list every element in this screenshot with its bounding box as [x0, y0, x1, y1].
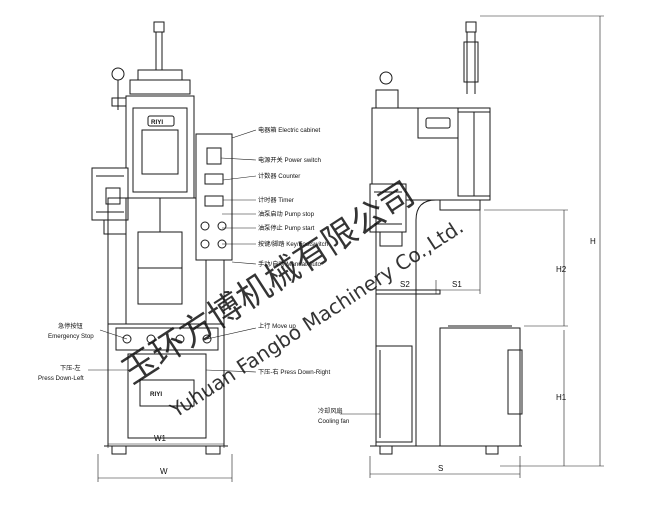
leader-lines [88, 129, 380, 415]
dim-w: W [160, 467, 168, 476]
dim-w1: W1 [154, 434, 167, 443]
label-pump-start: 油泵停止 Pump start [258, 224, 315, 232]
label-key-footswitch: 按键/脚踏 Key/Footswitch [258, 240, 329, 248]
dim-s1: S1 [452, 280, 462, 289]
dim-h: H [590, 237, 596, 246]
callout-labels: 电器箱 Electric cabinet 电源开关 Power switch 计… [38, 119, 350, 425]
dimension-lines [97, 15, 604, 482]
side-view [369, 21, 523, 455]
label-emergency-cn: 急停按钮 [58, 322, 83, 330]
dim-s2: S2 [400, 280, 410, 289]
dim-h1: H1 [556, 393, 567, 402]
label-move-up: 上行 Move up [258, 322, 296, 330]
label-cooling-cn: 冷却风扇 [318, 407, 343, 415]
dim-h2: H2 [556, 265, 567, 274]
label-emergency-en: Emergency Stop [48, 333, 94, 340]
label-press-left-cn: 下压-左 [60, 364, 81, 372]
dim-s: S [438, 464, 443, 473]
brand-plate-front: RIYI [150, 391, 162, 398]
label-manual-auto: 手动/自动 Manual/Auto [258, 260, 321, 268]
dimension-labels: W1 W S2 S1 S H H2 H1 [154, 237, 596, 476]
label-cooling-en: Cooling fan [318, 418, 350, 425]
label-timer: 计时器 Timer [258, 196, 294, 204]
label-pump-stop: 油泵启动 Pump stop [258, 210, 315, 218]
label-electric-cabinet: 电器箱 Electric cabinet [258, 126, 321, 134]
brand-plate-top: RIYI [151, 119, 163, 126]
label-power-switch: 电源开关 Power switch [258, 156, 321, 164]
label-counter: 计数器 Counter [258, 172, 300, 180]
label-press-right: 下压-右 Press Down-Right [258, 368, 330, 376]
front-view [91, 21, 233, 455]
label-press-left-en: Press Down-Left [38, 375, 84, 382]
